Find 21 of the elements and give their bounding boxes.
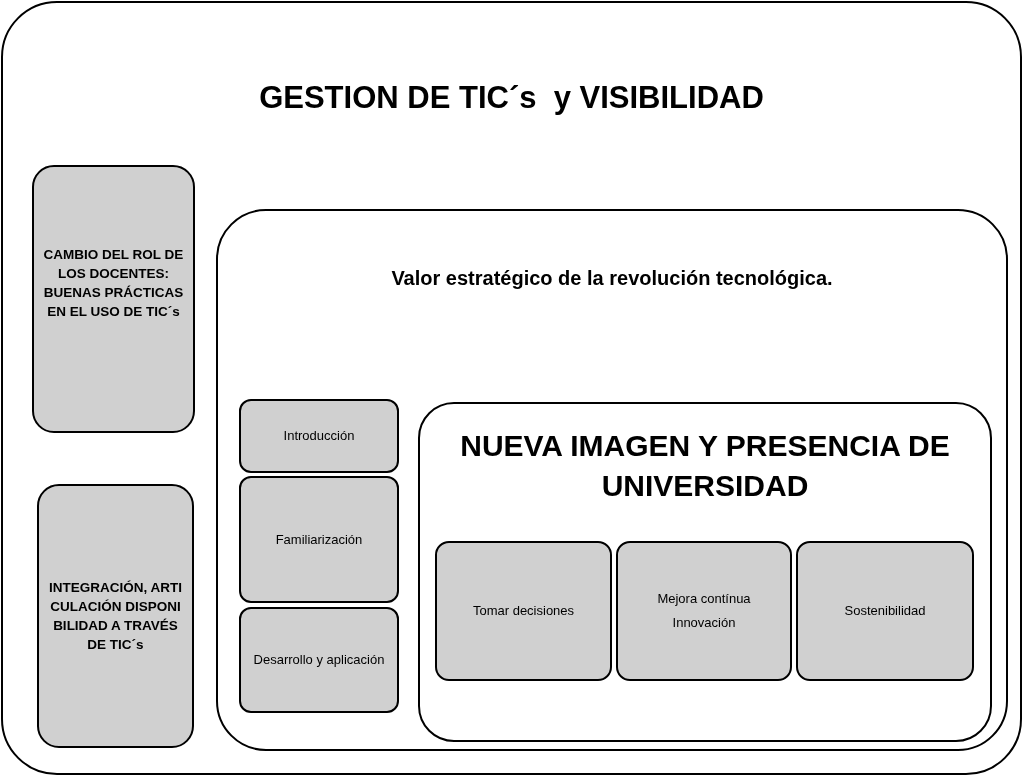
rounded-box <box>616 541 792 681</box>
box-text: CAMBIO DEL ROL DE LOS DOCENTES: BUENAS PRÁCTICAS EN EL USO DE TIC´s <box>42 246 185 321</box>
box-text: Familiarización <box>275 530 363 549</box>
rounded-box <box>239 399 399 473</box>
box-text: Introducción <box>283 427 355 445</box>
rounded-box <box>239 607 399 713</box>
panel-title: GESTION DE TIC´s y VISIBILIDAD <box>258 79 765 117</box>
rounded-box <box>435 541 612 681</box>
box-text: Sostenibilidad <box>844 602 926 620</box>
box-text: Mejora contínua Innovación <box>656 590 752 632</box>
box-text: INTEGRACIÓN, ARTICULACIÓN DISPONIBILIDAD A TRAVÉS DE TIC´s <box>48 579 183 654</box>
rounded-box <box>239 476 399 603</box>
box-text: Desarrollo y aplicación <box>253 651 385 669</box>
panel-title: NUEVA IMAGEN Y PRESENCIA DE UNIVERSIDAD <box>459 428 951 504</box>
rounded-panel <box>418 402 992 742</box>
panel-title: Valor estratégico de la revolución tecnológica. <box>390 266 834 291</box>
rounded-box <box>796 541 974 681</box>
rounded-box <box>32 165 195 433</box>
rounded-box <box>37 484 194 748</box>
box-text: Tomar decisiones <box>472 602 575 620</box>
inner-panel <box>216 209 1008 751</box>
